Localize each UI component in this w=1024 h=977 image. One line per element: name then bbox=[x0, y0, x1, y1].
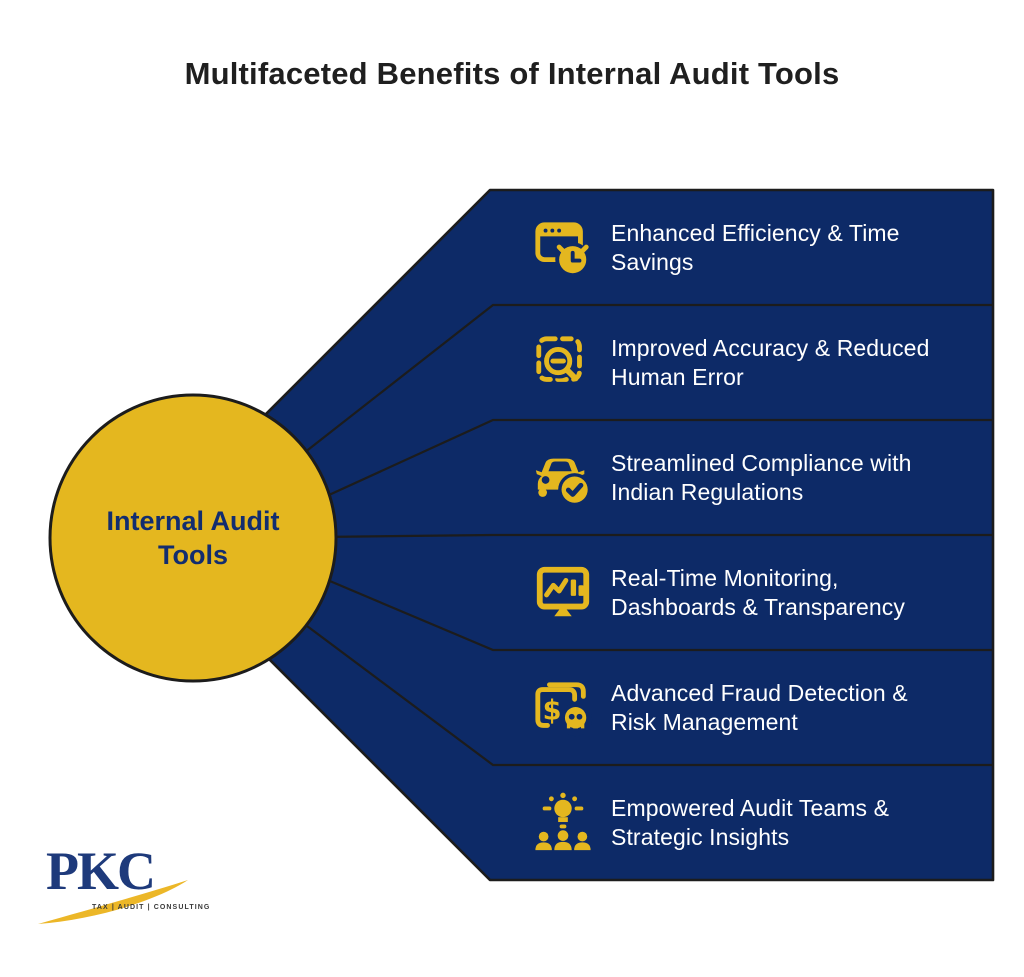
pkc-logo: PKC TAX | AUDIT | CONSULTING bbox=[36, 840, 209, 940]
benefit-row-team: Empowered Audit Teams & Strategic Insigh… bbox=[532, 765, 972, 880]
scan-magnifier-icon bbox=[536, 335, 582, 382]
band-separator-5 bbox=[294, 616, 993, 767]
dashboard-monitor-icon bbox=[536, 566, 590, 616]
benefit-label: Enhanced Efficiency & Time Savings bbox=[611, 219, 900, 275]
benefit-row-fraud: $ Advanced Fraud Detection & Risk Manage… bbox=[532, 650, 972, 765]
page-title: Multifaceted Benefits of Internal Audit … bbox=[184, 56, 840, 91]
svg-text:$: $ bbox=[543, 695, 562, 726]
benefit-row-monitoring: Real-Time Monitoring, Dashboards & Trans… bbox=[532, 535, 972, 650]
benefit-row-accuracy: Improved Accuracy & Reduced Human Error bbox=[532, 305, 972, 420]
logo-wordmark: PKC bbox=[46, 841, 156, 901]
benefit-label: Improved Accuracy & Reduced Human Error bbox=[611, 334, 930, 390]
benefit-label: Advanced Fraud Detection & Risk Manageme… bbox=[611, 679, 908, 735]
central-circle-label: Internal Audit Tools bbox=[106, 506, 280, 570]
team-lightbulb-icon bbox=[535, 792, 591, 850]
benefit-label: Streamlined Compliance with Indian Regul… bbox=[611, 449, 912, 505]
band-separator-4 bbox=[317, 574, 993, 652]
car-check-icon bbox=[535, 458, 592, 506]
benefit-row-efficiency: Enhanced Efficiency & Time Savings bbox=[532, 190, 972, 305]
band-separator-2 bbox=[317, 418, 993, 502]
benefit-row-compliance: Streamlined Compliance with Indian Regul… bbox=[532, 420, 972, 535]
money-skull-icon: $ bbox=[535, 681, 593, 736]
band-separator-3 bbox=[317, 533, 993, 539]
logo-tagline: TAX | AUDIT | CONSULTING bbox=[92, 904, 211, 911]
benefit-label: Real-Time Monitoring, Dashboards & Trans… bbox=[611, 564, 905, 620]
benefit-label: Empowered Audit Teams & Strategic Insigh… bbox=[611, 794, 890, 850]
band-separator-1 bbox=[294, 303, 993, 461]
window-clock-icon bbox=[535, 221, 591, 277]
central-circle bbox=[48, 393, 338, 683]
